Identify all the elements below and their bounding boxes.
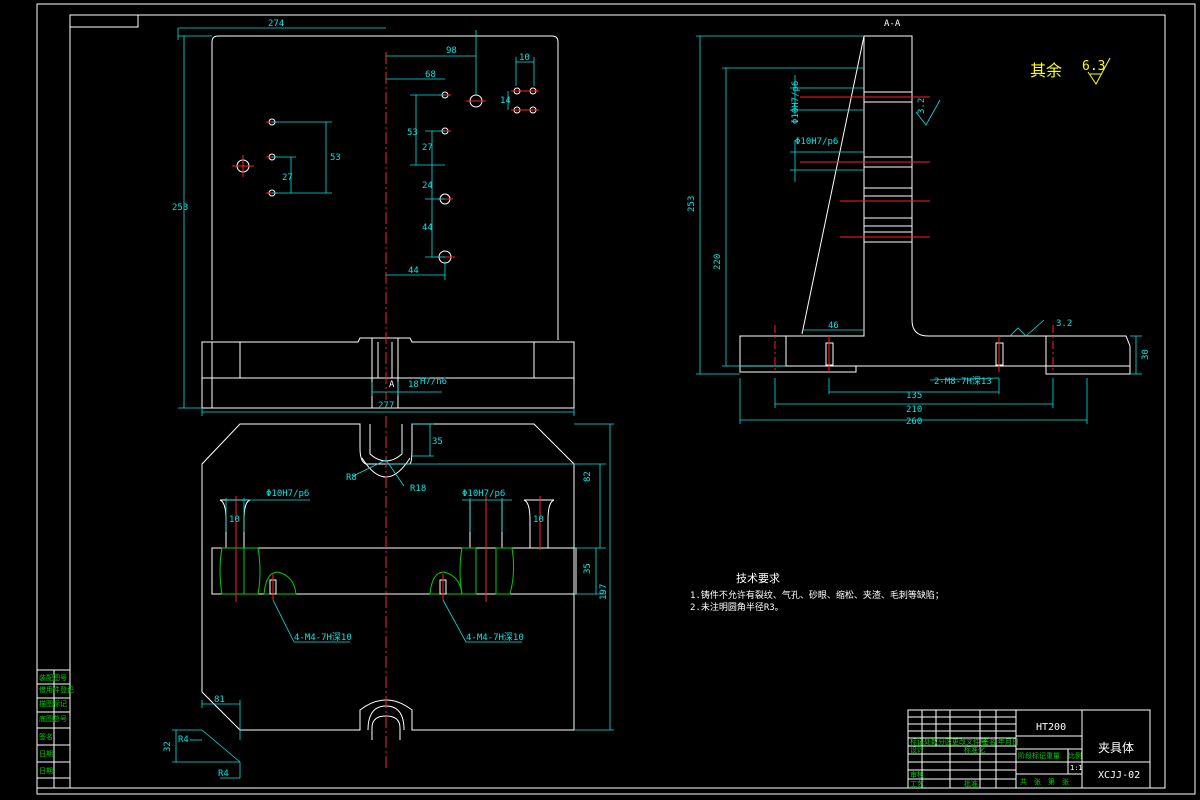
view-marker-a: A [389, 380, 395, 390]
tech-req-item-1: 1.铸件不允许有裂纹、气孔、砂眼、缩松、夹渣、毛刺等缺陷； [690, 589, 944, 601]
dim-thread-left: 4-M4-7H深10 [294, 632, 352, 643]
dim-135: 135 [906, 391, 922, 401]
dim-fit: H7/n6 [420, 377, 447, 387]
roughness-3.2-base: 3.2 [1056, 319, 1072, 329]
strip-label: 签名 [39, 732, 53, 741]
dim-81: 81 [214, 695, 225, 705]
tb-scale-value: 1:1 [1070, 764, 1083, 772]
dim-phi10-right: Φ10H7/p6 [462, 489, 505, 499]
tb-part-name: 夹具体 [1098, 741, 1134, 755]
tb-label-count: 处数 [924, 737, 938, 746]
strip-label: 描图标记 [39, 699, 67, 708]
technical-requirements: 技术要求 1.铸件不允许有裂纹、气孔、砂眼、缩松、夹渣、毛刺等缺陷； 2.未注明… [690, 572, 944, 613]
dim-35-strip: 35 [583, 563, 593, 574]
dim-53-right: 53 [407, 128, 418, 138]
dim-30: 30 [1141, 349, 1151, 360]
dim-220: 220 [713, 254, 723, 270]
title-block: 标记 处数 分区 更改文件号 签名 年月日 设计 标准化 审核 工艺 批准 阶段… [907, 709, 1151, 789]
tb-label-standard: 标准化 [964, 745, 985, 754]
roughness-value: 6.3 [1082, 59, 1105, 74]
front-view: 274 98 68 10 14 53 53 27 27 24 44 44 253… [172, 19, 575, 416]
tb-label-stage: 阶段标记 [1018, 751, 1046, 760]
sheet-border [36, 3, 1196, 795]
tb-label-weight: 重量 [1046, 752, 1060, 760]
dim-18: 18 [408, 380, 419, 390]
dim-r4-lower: R4 [218, 769, 229, 779]
dim-phi10-upper: Φ10H7/p6 [791, 81, 801, 124]
dim-210: 210 [906, 405, 922, 415]
section-label: A-A [884, 19, 901, 29]
dim-r8: R8 [346, 473, 357, 483]
roughness-note: 其余 6.3 [1030, 57, 1111, 85]
dim-53-left: 53 [330, 153, 341, 163]
tb-label-mark: 标记 [910, 737, 924, 746]
tb-drawing-no: XCJJ-02 [1098, 770, 1140, 781]
tb-label-sign: 签名 [982, 737, 996, 746]
dim-277: 277 [378, 401, 394, 411]
tb-label-date: 年月日 [998, 737, 1019, 746]
left-strip-labels: 装配图号 借用件登记 描图标记 底图总号 签名 日期 日期 [39, 673, 74, 775]
dim-phi10-left: Φ10H7/p6 [266, 489, 309, 499]
tb-label-approve: 批准 [964, 779, 978, 788]
tb-label-process: 工艺 [910, 780, 924, 788]
dim-46: 46 [828, 321, 839, 331]
dim-253: 253 [172, 203, 188, 213]
tb-label-total: 共 [1020, 777, 1027, 786]
dim-32: 32 [163, 741, 173, 752]
roughness-3.2-vertical: 3.2 [917, 98, 927, 114]
dim-260: 260 [906, 417, 922, 427]
tb-label-scale: 比例 [1068, 751, 1082, 760]
dim-27-right: 27 [422, 143, 433, 153]
dim-thread-right: 4-M4-7H深10 [466, 632, 524, 643]
dim-98: 98 [446, 46, 457, 56]
tech-req-item-2: 2.未注明圆角半径R3。 [690, 601, 784, 613]
tb-label-no: 第 [1048, 777, 1055, 786]
tech-req-title: 技术要求 [736, 572, 780, 585]
tb-label-sheet: 张 [1062, 777, 1069, 786]
section-view-a-a: A-A [687, 19, 1151, 427]
strip-label: 底图总号 [39, 714, 67, 723]
tb-label-review: 审核 [910, 770, 924, 779]
dim-10-right: 10 [533, 515, 544, 525]
tb-label-sheets: 张 [1034, 777, 1041, 786]
dim-10: 10 [519, 53, 530, 63]
dim-27-left: 27 [282, 173, 293, 183]
tb-material: HT200 [1036, 722, 1066, 733]
dim-68: 68 [425, 70, 436, 80]
dim-r18: R18 [410, 484, 426, 494]
strip-label: 日期 [39, 767, 53, 775]
plan-view: 35 R8 R18 Φ10H7/p6 Φ10H7/p6 10 10 82 35 … [163, 416, 614, 779]
dim-35-top: 35 [432, 437, 443, 447]
dim-82: 82 [583, 471, 593, 482]
strip-label: 装配图号 [39, 673, 67, 682]
title-grid [908, 710, 1016, 788]
dim-r4-upper: R4 [178, 735, 189, 745]
strip-label: 借用件登记 [39, 685, 74, 694]
dim-phi10-middle: Φ10H7/p6 [795, 137, 838, 147]
tb-label-change-doc: 更改文件号 [952, 737, 987, 746]
dim-274: 274 [268, 19, 284, 29]
tb-label-zone: 分区 [938, 737, 952, 746]
dim-24: 24 [422, 181, 433, 191]
dim-197: 197 [599, 584, 609, 600]
dim-44-horiz: 44 [408, 266, 419, 276]
dim-10-left: 10 [229, 515, 240, 525]
dim-253-section: 253 [687, 196, 697, 212]
dim-2-m8: 2-M8-7H深13 [934, 376, 992, 387]
strip-label: 日期 [39, 750, 53, 758]
dim-44-vert: 44 [422, 223, 433, 233]
roughness-prefix: 其余 [1030, 61, 1062, 80]
tb-label-design: 设计 [910, 745, 924, 754]
dim-14: 14 [500, 96, 511, 106]
